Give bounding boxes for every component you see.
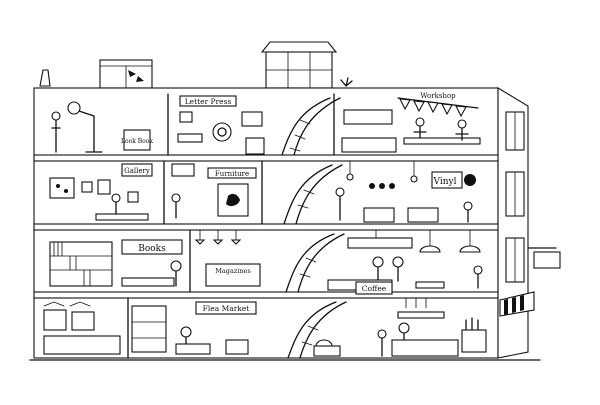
workshop-bunting xyxy=(399,98,467,118)
facade-windows xyxy=(505,111,525,283)
floor-top: Look Book Letter Press Workshop xyxy=(51,92,481,155)
furniture-sign: Furniture xyxy=(215,170,249,178)
coffee-sign: Coffee xyxy=(362,284,387,293)
gallery-board xyxy=(121,163,153,177)
furniture-board xyxy=(207,167,257,179)
roof-plant xyxy=(340,77,353,87)
letterpress-board xyxy=(179,95,237,107)
fleamarket-sign: Flea Market xyxy=(203,304,250,313)
gallery-sign: Gallery xyxy=(124,167,150,175)
hanging-sign-right xyxy=(527,247,561,269)
vinyl-sign: Vinyl xyxy=(433,177,457,187)
books-board xyxy=(121,239,183,255)
lookbook-board xyxy=(123,129,151,151)
floor-second: Gallery Furniture Vinyl xyxy=(49,160,476,223)
roof-chimney xyxy=(39,69,51,87)
awning xyxy=(499,291,535,317)
workshop-sign: Workshop xyxy=(420,92,456,100)
floor-ground: Flea Market xyxy=(43,297,487,357)
building-shell xyxy=(29,87,541,361)
vinyl-board xyxy=(431,171,463,189)
lookbook-sign: Look Book xyxy=(121,138,153,145)
letterpress-sign: Letter Press xyxy=(185,97,232,106)
floor-third: Books Magazines Coffee xyxy=(49,229,483,295)
fleamarket-board xyxy=(195,301,257,315)
magazines-sign: Magazines xyxy=(215,267,250,275)
roof-pavilion xyxy=(260,41,338,89)
books-sign: Books xyxy=(138,244,166,254)
roof-left-shed xyxy=(99,59,153,89)
coffee-board xyxy=(355,281,393,295)
spiral-staircase xyxy=(281,97,347,359)
